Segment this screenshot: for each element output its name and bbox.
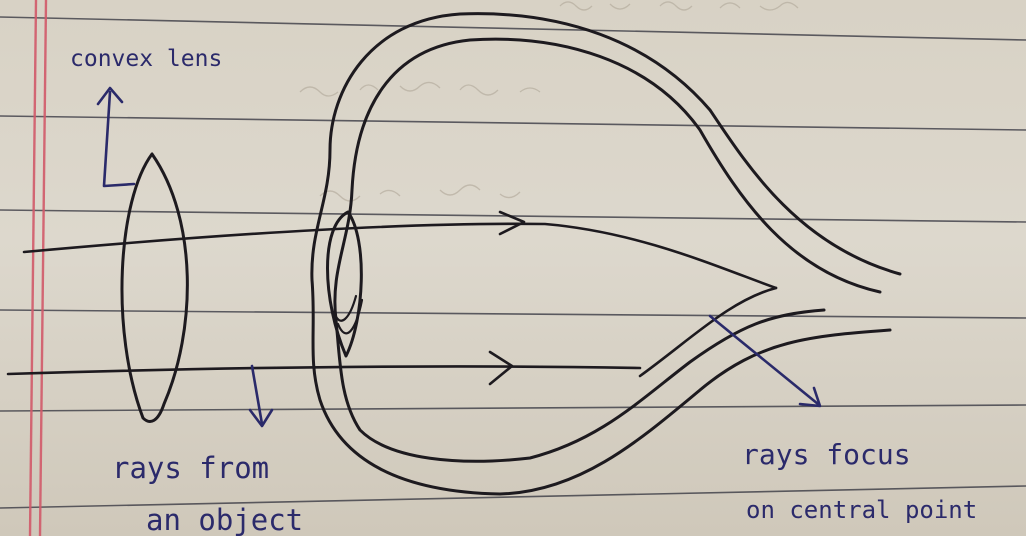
lens-label-arrow [98,88,134,186]
convex-lens-label: convex lens [70,46,222,72]
convex-lens-shape [122,154,187,421]
focus-arrow [710,316,820,406]
object-rays-arrow [250,366,272,426]
margin-lines [30,0,46,536]
an-object-label: an object [146,503,303,536]
eyeball-outer-wall [312,14,900,494]
central-point-label: on central point [746,496,977,524]
eyeball-inner-wall [335,39,880,461]
rays-focus-label: rays focus [742,438,911,471]
rays-from-label: rays from [112,451,269,485]
converging-ray [640,288,776,376]
ruled-lines [0,17,1026,508]
